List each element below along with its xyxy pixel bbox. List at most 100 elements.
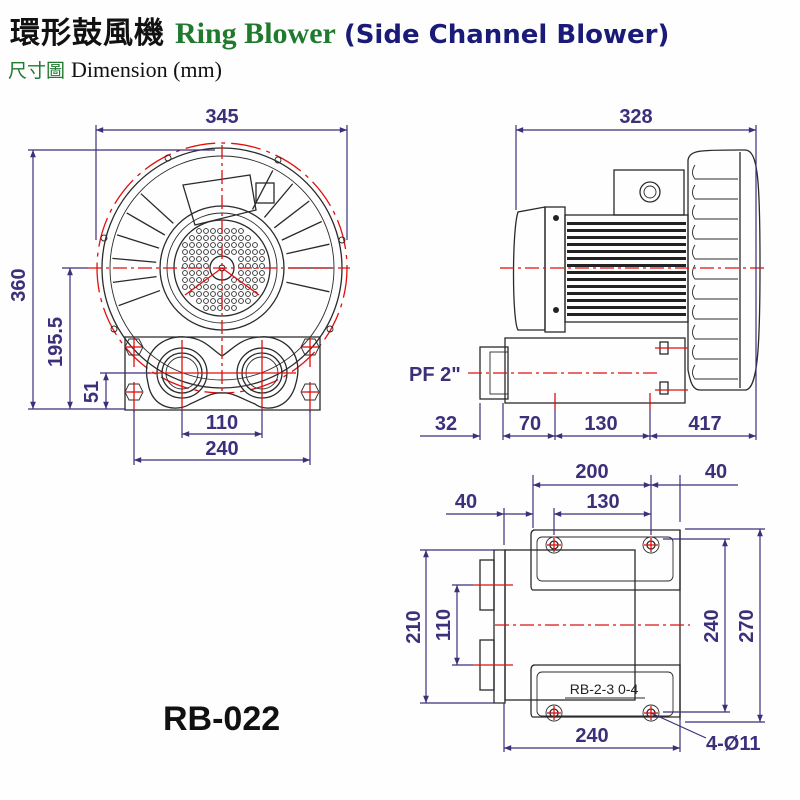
grill-hole [224, 228, 230, 234]
housing-fin [140, 193, 174, 224]
grill-hole [259, 277, 265, 283]
grill-hole [245, 291, 251, 297]
foot-plate-top [530, 529, 681, 591]
dim-seg-2: 70 [519, 413, 541, 435]
side-fin [692, 324, 738, 340]
dim-port-spacing: 110 [206, 412, 238, 434]
grill-hole [189, 242, 195, 248]
side-fin [692, 204, 738, 220]
grill-hole [245, 284, 251, 290]
grill-hole [203, 270, 209, 276]
grill-hole [238, 242, 244, 248]
grill-hole [203, 256, 209, 262]
motor-fin [567, 292, 686, 295]
grill-hole [189, 249, 195, 255]
port-thread-label: PF 2" [409, 364, 461, 386]
dim-left-b: 110 [433, 609, 455, 641]
grill-hole [245, 298, 251, 304]
grill-hole [196, 277, 202, 283]
motor-fin [567, 264, 686, 267]
grill-hole [259, 270, 265, 276]
grill-hole [231, 235, 237, 241]
grill-hole [231, 242, 237, 248]
dim-length: 328 [619, 106, 652, 128]
base-bolts [124, 337, 320, 412]
dim-base-width: 240 [205, 438, 238, 460]
front-view: 345 360 195.5 51 110 240 [8, 106, 350, 465]
base-bolt-head [124, 383, 144, 401]
grill-hole [182, 270, 188, 276]
grill-hole [245, 256, 251, 262]
mount-hole-boss [642, 704, 660, 722]
foot-plate-bottom-inner [536, 671, 674, 717]
grill-hole [224, 249, 230, 255]
dim-left-a: 210 [403, 610, 425, 643]
nameplate-label: RB-2-3 0-4 [570, 681, 639, 697]
grill-hole [252, 284, 258, 290]
grill-hole [238, 228, 244, 234]
motor-fin [567, 278, 686, 281]
motor-fin [567, 236, 686, 239]
motor-fin [567, 243, 686, 246]
housing-fin [112, 275, 157, 284]
motor-flange-side [544, 206, 566, 333]
side-fin [692, 264, 738, 280]
foot-plate-top-inner [536, 536, 674, 582]
grill-hole [182, 263, 188, 269]
housing-fin [116, 234, 160, 249]
port-thread [489, 351, 509, 395]
motor-fin [567, 271, 686, 274]
motor-fin [567, 285, 686, 288]
grill-hole [224, 291, 230, 297]
housing-fin [286, 281, 330, 293]
grill-hole [210, 291, 216, 297]
fan-cover [512, 206, 546, 331]
side-fin [692, 284, 738, 300]
motor-fin [567, 250, 686, 253]
grill-hole [182, 256, 188, 262]
side-fin [692, 164, 738, 180]
motor-fin [567, 229, 686, 232]
grill-hole [231, 298, 237, 304]
dim-seg-3: 130 [584, 413, 617, 435]
grill-hole [189, 270, 195, 276]
grill-hole [189, 291, 195, 297]
port-flange-bottom [493, 549, 506, 704]
bottom-view: RB-2-3 0-4 200 40 40 130 210 110 [403, 461, 765, 755]
cable-gland [255, 182, 275, 204]
dim-width: 345 [205, 106, 238, 128]
terminal-gland [639, 181, 661, 203]
grill-hole [189, 277, 195, 283]
housing-fin [118, 289, 161, 307]
grill-hole [252, 256, 258, 262]
subtitle-chinese: 尺寸圖 [8, 60, 66, 82]
grill-hole [238, 291, 244, 297]
dim-right-a: 240 [701, 609, 723, 642]
dim-top-a: 200 [575, 461, 608, 483]
grill-hole [189, 235, 195, 241]
terminal-box-side [613, 169, 685, 216]
grill-hole [245, 270, 251, 276]
grill-hole [182, 284, 188, 290]
grill-hole [203, 235, 209, 241]
mount-ear-hole [338, 236, 346, 244]
housing-fin [286, 243, 330, 255]
grill-hole [238, 235, 244, 241]
grill-hole [189, 256, 195, 262]
grill-hole [224, 284, 230, 290]
grill-hole [224, 235, 230, 241]
port-housing [145, 336, 299, 409]
flange-bolt [553, 215, 559, 221]
grill-hole [252, 263, 258, 269]
grill-hole [259, 256, 265, 262]
grill-spoke [221, 267, 260, 296]
fan-grill-holes [182, 228, 265, 311]
mount-ear-hole [110, 325, 118, 333]
foot-plate-bottom [530, 664, 681, 718]
motor-fins [567, 222, 686, 316]
grill-spoke [184, 267, 223, 296]
grill-hole [210, 298, 216, 304]
dim-center-height: 195.5 [45, 317, 67, 367]
